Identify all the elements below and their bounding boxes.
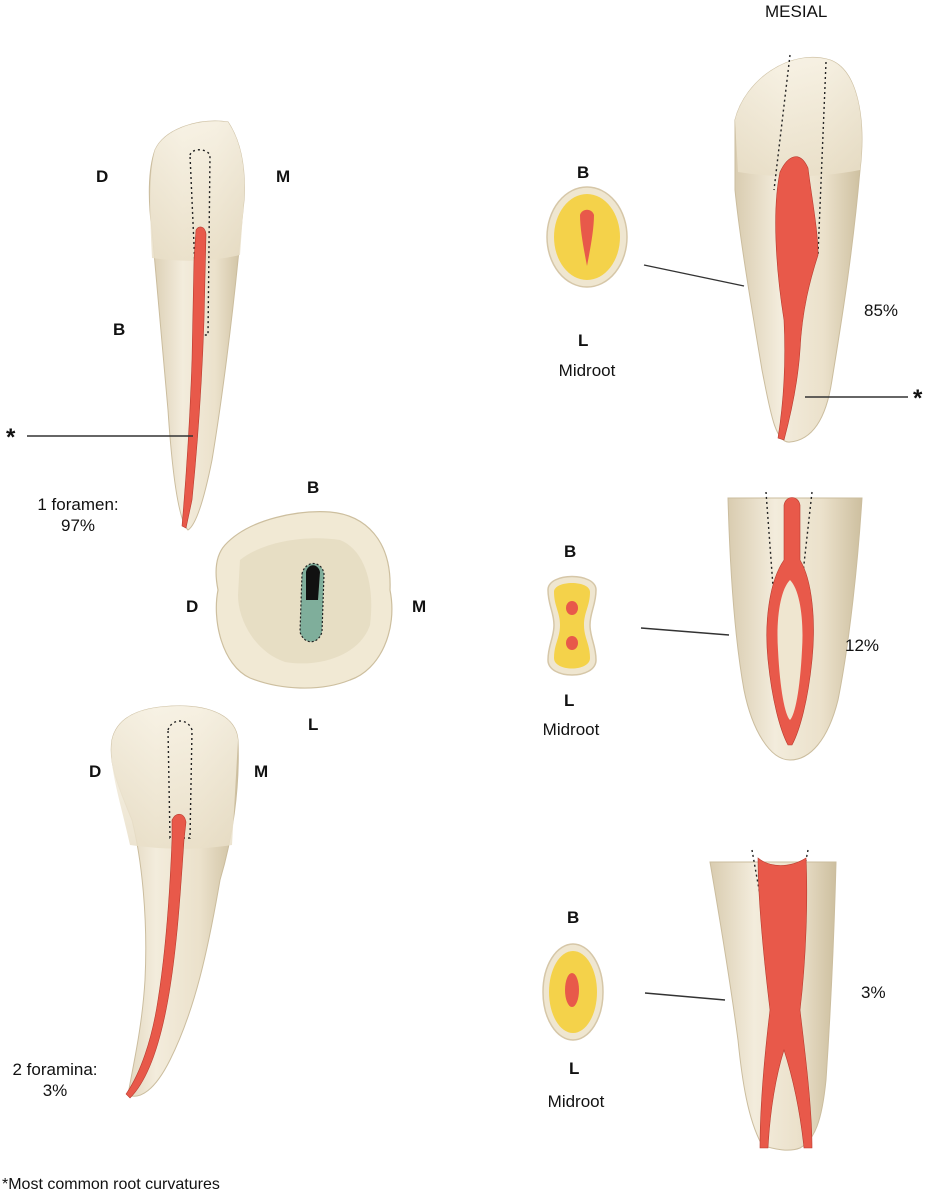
section1-asterisk: * bbox=[913, 385, 923, 412]
occlusal-lingual: L bbox=[308, 715, 319, 734]
foramen-label-line1: 1 foramen: bbox=[37, 495, 119, 514]
section2-pointer bbox=[640, 627, 730, 636]
top-left-tooth bbox=[148, 120, 245, 531]
footnote: *Most common root curvatures bbox=[2, 1176, 220, 1193]
section2-lingual: L bbox=[564, 691, 575, 710]
occlusal-distal: D bbox=[186, 597, 199, 616]
foramina-label-line2: 3% bbox=[42, 1081, 68, 1100]
cross-section-2 bbox=[547, 575, 597, 676]
section1-pointer bbox=[643, 264, 745, 287]
mesial-tooth-12 bbox=[727, 491, 863, 761]
section1-percent: 85% bbox=[864, 301, 899, 320]
section3-percent: 3% bbox=[861, 983, 886, 1002]
occlusal-buccal: B bbox=[307, 478, 320, 497]
view-label-mesial: MESIAL bbox=[765, 2, 828, 21]
occlusal-mesial: M bbox=[412, 597, 427, 616]
bottom-left-tooth bbox=[110, 705, 239, 1099]
label-distal: D bbox=[96, 167, 109, 186]
section3-level: Midroot bbox=[547, 1092, 605, 1111]
section1-lingual: L bbox=[578, 331, 589, 350]
label-distal-2: D bbox=[89, 762, 102, 781]
section3-buccal: B bbox=[567, 908, 580, 927]
label-buccal: B bbox=[113, 320, 126, 339]
label-mesial-2: M bbox=[254, 762, 269, 781]
section2-percent: 12% bbox=[845, 636, 880, 655]
foramen-label-line2: 97% bbox=[60, 516, 96, 535]
curvature-asterisk: * bbox=[6, 424, 16, 451]
cross-section-3 bbox=[542, 943, 604, 1041]
mesial-tooth-3 bbox=[709, 849, 837, 1151]
section2-buccal: B bbox=[564, 542, 577, 561]
label-mesial: M bbox=[276, 167, 291, 186]
mesial-tooth-85 bbox=[734, 54, 863, 443]
cross-section-1 bbox=[546, 186, 628, 288]
section1-buccal: B bbox=[577, 163, 590, 182]
section3-pointer bbox=[644, 992, 726, 1001]
section1-level: Midroot bbox=[558, 361, 616, 380]
section2-level: Midroot bbox=[542, 720, 600, 739]
section3-lingual: L bbox=[569, 1059, 580, 1078]
foramina-label-line1: 2 foramina: bbox=[12, 1060, 98, 1079]
occlusal-view bbox=[215, 511, 393, 689]
